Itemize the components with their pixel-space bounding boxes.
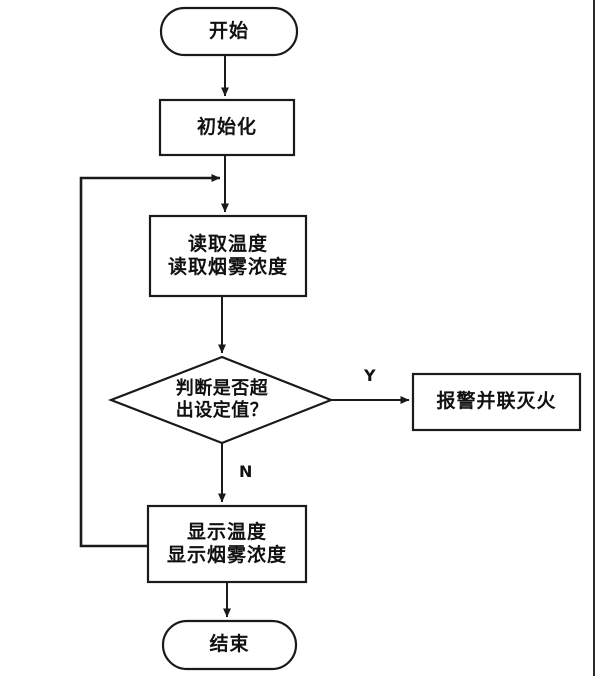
node-alarm-shape (411, 372, 582, 432)
node-init-shape (158, 98, 296, 157)
edge-display-loop (79, 174, 221, 548)
node-start-shape (159, 6, 299, 57)
node-end-shape (161, 619, 298, 671)
edge-label-no: N (239, 462, 253, 481)
node-decision-shape (107, 355, 334, 445)
node-display-shape (146, 504, 308, 584)
page-border-right (593, 0, 595, 676)
edge-label-yes: Y (364, 366, 376, 385)
node-read-shape (148, 214, 308, 298)
